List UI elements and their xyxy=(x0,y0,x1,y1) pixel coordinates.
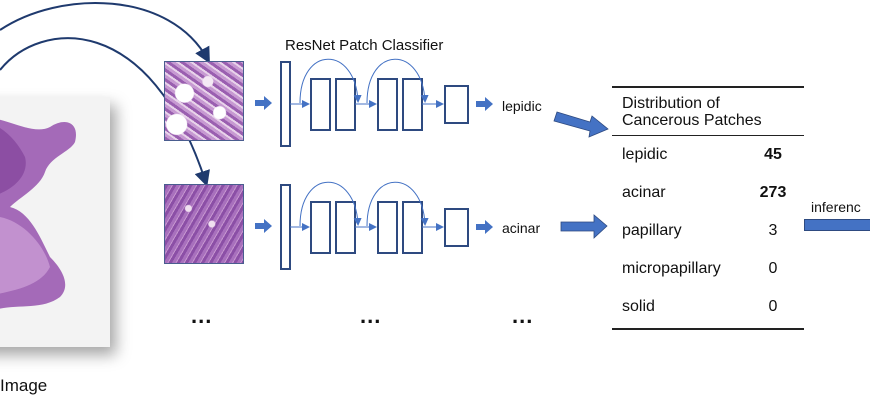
table-row: micropapillary 0 xyxy=(612,250,804,288)
table-row: acinar 273 xyxy=(612,174,804,212)
tissue-shape xyxy=(0,119,76,309)
row-value: 45 xyxy=(764,146,782,163)
row-value: 0 xyxy=(768,298,778,315)
big-arrow-acinar xyxy=(560,214,608,239)
conv-layer xyxy=(280,184,291,270)
row-value: 0 xyxy=(768,260,778,277)
table-row: lepidic 45 xyxy=(612,136,804,174)
table-body: lepidic 45 acinar 273 papillary 3 micropapilla… xyxy=(612,136,804,326)
table-row: solid 0 xyxy=(612,288,804,326)
table-row: papillary 3 xyxy=(612,212,804,250)
patch-image-1 xyxy=(164,61,244,141)
skip-connection xyxy=(299,181,362,227)
distribution-table: Distribution of Cancerous Patches lepidi… xyxy=(612,86,804,330)
arrow-to-patch-1 xyxy=(0,2,210,64)
table-header: Distribution of Cancerous Patches xyxy=(612,88,804,135)
input-arrow xyxy=(255,96,272,110)
row-value: 3 xyxy=(768,222,778,239)
inference-label: inferenc xyxy=(811,199,861,215)
row-label: lepidic xyxy=(622,146,668,163)
prediction-acinar: acinar xyxy=(502,220,541,236)
inference-arrow xyxy=(804,219,870,231)
row-label: papillary xyxy=(622,222,682,239)
res-block xyxy=(402,201,423,254)
whole-slide-image xyxy=(0,97,110,347)
res-block xyxy=(377,201,398,254)
prediction-lepidic: lepidic xyxy=(502,98,542,114)
input-arrow xyxy=(255,219,272,233)
resnet-diagrams xyxy=(255,58,609,270)
res-block xyxy=(402,78,423,131)
res-block xyxy=(335,201,356,254)
fc-layer xyxy=(444,208,469,247)
header-line-1: Distribution of xyxy=(622,94,720,112)
big-arrow-lepidic xyxy=(553,111,609,138)
skip-connection xyxy=(366,58,429,104)
ellipsis-patches: ... xyxy=(191,303,213,328)
row-value: 273 xyxy=(759,184,787,201)
classifier-title: ResNet Patch Classifier xyxy=(285,37,444,54)
ellipsis-predictions: ... xyxy=(512,303,534,328)
fc-layer xyxy=(444,85,469,124)
output-arrow xyxy=(476,220,493,234)
resnet-row-1 xyxy=(255,58,493,147)
resnet-row-2 xyxy=(255,181,493,270)
wsi-caption: Image xyxy=(0,376,48,395)
row-label: micropapillary xyxy=(622,260,721,277)
header-line-2: Cancerous Patches xyxy=(622,111,762,129)
ellipsis-network: ... xyxy=(360,303,382,328)
res-block xyxy=(377,78,398,131)
output-arrow xyxy=(476,97,493,111)
res-block xyxy=(335,78,356,131)
skip-connection xyxy=(299,58,362,104)
skip-connection xyxy=(366,181,429,227)
conv-layer xyxy=(280,61,291,147)
res-block xyxy=(310,201,331,254)
row-label: solid xyxy=(622,298,655,315)
row-label: acinar xyxy=(622,184,666,201)
res-block xyxy=(310,78,331,131)
patch-image-2 xyxy=(164,184,244,264)
